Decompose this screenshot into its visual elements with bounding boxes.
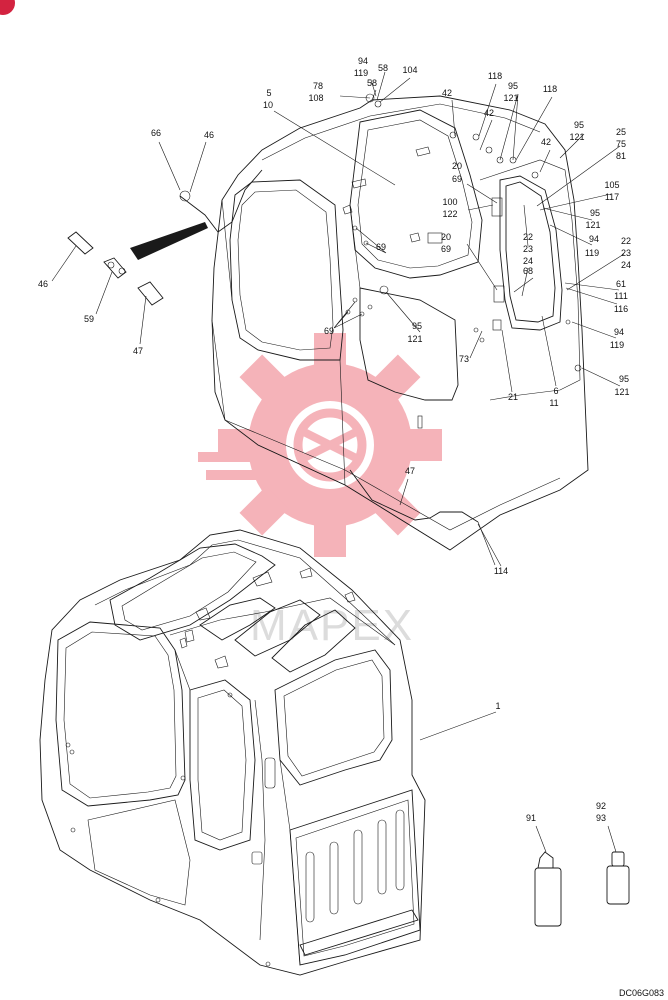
part-label-l11: 11 [549,398,558,408]
part-label-l46b: 46 [38,279,48,289]
part-label-l5: 5 [266,88,271,98]
part-label-l47b: 47 [405,466,415,476]
part-labels: 1510206920692122232422232425758142424246… [38,56,631,823]
part-label-l95b: 95 [574,120,584,130]
watermark-gear [198,333,442,557]
part-label-l68: 68 [523,266,533,276]
part-label-l94a: 94 [358,56,368,66]
part-label-l6: 6 [553,386,558,396]
part-label-l121a: 121 [503,93,518,103]
part-label-l95c: 95 [590,208,600,218]
part-label-l23a: 23 [523,244,533,254]
part-label-l73: 73 [459,354,469,364]
part-label-l91: 91 [526,813,536,823]
part-label-l21: 21 [508,392,518,402]
part-label-l95a: 95 [508,81,518,91]
part-label-l119a: 119 [354,68,368,78]
part-label-l61: 61 [616,279,626,289]
part-label-l69a: 69 [452,174,462,184]
leader-lines [51,71,625,853]
part-label-l118a: 118 [488,71,502,81]
part-label-l104: 104 [402,65,417,75]
part-label-l75: 75 [616,139,626,149]
part-label-l24a: 24 [523,256,533,266]
part-label-l121e: 121 [614,387,629,397]
bottle-91 [534,851,562,927]
part-label-l119b: 119 [585,248,599,258]
upper-cab-frame [130,93,589,566]
part-label-l121d: 121 [407,334,422,344]
part-label-l1: 1 [495,701,500,711]
part-label-l100: 100 [442,197,457,207]
part-label-l22b: 22 [621,236,631,246]
part-label-l117: 117 [605,192,619,202]
part-label-l42a: 42 [442,88,452,98]
part-label-l121b: 121 [569,132,584,142]
part-label-l78: 78 [313,81,323,91]
part-label-l108: 108 [308,93,323,103]
part-label-l58a: 58 [378,63,388,73]
part-label-l119c: 119 [610,340,624,350]
part-label-l24b: 24 [621,260,631,270]
part-label-l66: 66 [151,128,161,138]
part-label-l105: 105 [604,180,619,190]
part-label-l20b: 20 [441,232,451,242]
part-label-l92: 92 [596,801,606,811]
part-label-l22a: 22 [523,232,533,242]
part-label-l94b: 94 [589,234,599,244]
part-label-l46a: 46 [204,130,214,140]
part-label-l42b: 42 [484,108,494,118]
part-label-l69c: 69 [376,242,386,252]
part-label-l122: 122 [442,209,457,219]
part-label-l42c: 42 [541,137,551,147]
part-label-l95e: 95 [619,374,629,384]
part-label-l118b: 118 [543,84,557,94]
part-label-l47a: 47 [133,346,143,356]
part-label-l25: 25 [616,127,626,137]
part-label-l23b: 23 [621,248,631,258]
loose-parts-left [67,231,164,306]
bottle-92-93 [606,851,630,905]
part-label-l95d: 95 [412,321,422,331]
part-label-l116: 116 [614,304,628,314]
part-label-l20a: 20 [452,161,462,171]
part-label-l69d: 69 [324,326,334,336]
part-label-l94c: 94 [614,327,624,337]
part-label-l111: 111 [614,291,628,301]
corner-badge [0,0,15,15]
part-label-l59: 59 [84,314,94,324]
lower-cab [39,529,426,976]
part-label-l81: 81 [616,151,626,161]
part-label-l121c: 121 [585,220,600,230]
part-label-l10: 10 [263,100,273,110]
part-label-l69b: 69 [441,244,451,254]
part-label-l93: 93 [596,813,606,823]
part-label-l114: 114 [494,566,508,576]
drawing-code: DC06G083 [619,988,664,998]
part-label-l58b: 58 [367,78,377,88]
